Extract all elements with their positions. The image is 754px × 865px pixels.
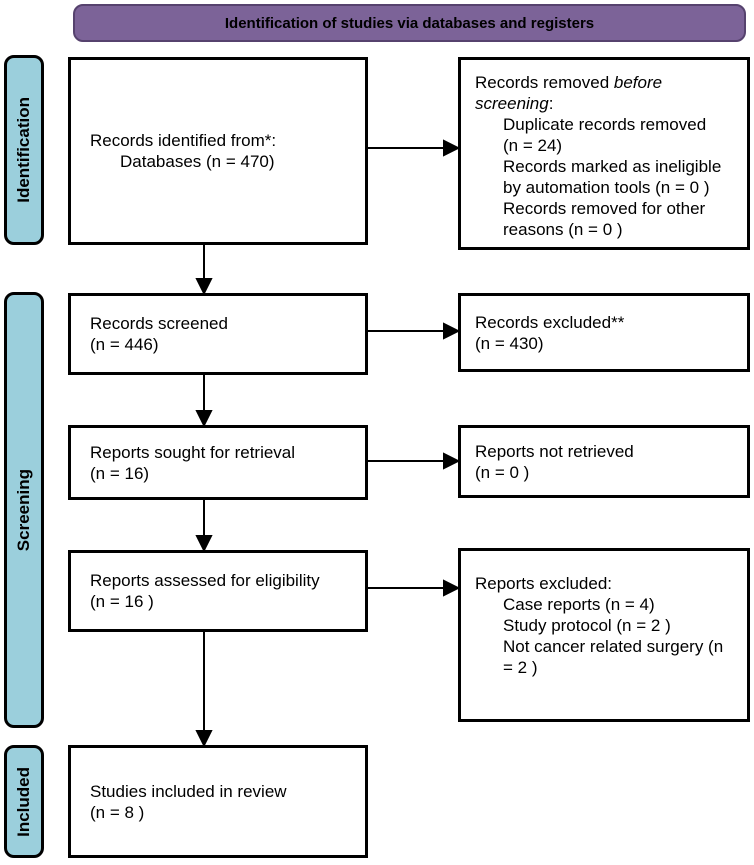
records-excluded-line2: (n = 430) [475, 333, 544, 353]
box-reports-assessed: Reports assessed for eligibility (n = 16… [68, 550, 368, 632]
records-removed-title-italic2: screening [475, 94, 549, 113]
box-reports-excluded: Reports excluded: Case reports (n = 4) S… [458, 548, 750, 722]
studies-included-line2: (n = 8 ) [90, 802, 145, 822]
reports-not-retrieved-line2: (n = 0 ) [475, 462, 530, 482]
stage-label-screening: Screening [4, 292, 44, 728]
records-removed-item-other: Records removed for other reasons (n = 0… [503, 199, 706, 239]
reports-excluded-item-case-reports: Case reports (n = 4) [503, 595, 655, 614]
box-reports-sought: Reports sought for retrieval (n = 16) [68, 425, 368, 500]
records-screened-line2: (n = 446) [90, 335, 159, 354]
arrowhead-assessed-to-included [195, 730, 213, 748]
records-excluded-line1: Records excluded** [475, 312, 625, 332]
arrowhead-screened-to-sought [195, 410, 213, 428]
records-removed-item-duplicates: Duplicate records removed (n = 24) [503, 115, 707, 155]
arrowhead-assessed-to-excluded [443, 579, 461, 597]
box-records-excluded: Records excluded** (n = 430) [458, 293, 750, 372]
box-studies-included: Studies included in review (n = 8 ) [68, 745, 368, 858]
reports-excluded-item-study-protocol: Study protocol (n = 2 ) [503, 616, 671, 635]
records-identified-line1: Records identified from*: [90, 131, 277, 150]
records-removed-title-line1: Records removed before [475, 72, 725, 93]
arrowhead-sought-to-assessed [195, 535, 213, 553]
stage-label-included-text: Included [14, 766, 33, 837]
records-screened-line1: Records screened [90, 314, 228, 333]
diagram-title: Identification of studies via databases … [224, 14, 595, 32]
studies-included-line1: Studies included in review [90, 781, 287, 801]
records-identified-line2: Databases (n = 470) [120, 152, 275, 171]
box-reports-not-retrieved: Reports not retrieved (n = 0 ) [458, 425, 750, 498]
records-removed-title-line2: screening: [475, 93, 725, 114]
records-removed-item-automation: Records marked as ineligible by automati… [503, 157, 722, 197]
stage-label-screening-text: Screening [14, 468, 33, 552]
arrowhead-identified-to-screened [195, 278, 213, 296]
reports-not-retrieved-line1: Reports not retrieved [475, 441, 634, 461]
reports-sought-line2: (n = 16) [90, 463, 150, 483]
reports-excluded-title: Reports excluded: [475, 574, 613, 593]
reports-assessed-line2: (n = 16 ) [90, 592, 154, 611]
reports-excluded-item-not-cancer: Not cancer related surgery (n = 2 ) [503, 637, 724, 677]
stage-label-identification-text: Identification [14, 97, 33, 203]
box-records-identified: Records identified from*: Databases (n =… [68, 57, 368, 245]
diagram-header-banner: Identification of studies via databases … [73, 4, 746, 42]
arrowhead-sought-to-not-retrieved [443, 452, 461, 470]
box-records-removed: Records removed before screening: Duplic… [458, 57, 750, 250]
records-removed-title-italic1: before [613, 73, 663, 92]
records-removed-title-normal: Records removed [475, 73, 614, 92]
reports-assessed-line1: Reports assessed for eligibility [90, 571, 320, 590]
stage-label-included: Included [4, 745, 44, 858]
box-records-screened: Records screened (n = 446) [68, 293, 368, 375]
arrowhead-screened-to-excluded [443, 322, 461, 340]
arrowhead-identified-to-removed [443, 139, 461, 157]
reports-sought-line1: Reports sought for retrieval [90, 442, 296, 462]
records-removed-title-suffix: : [548, 94, 554, 113]
stage-label-identification: Identification [4, 55, 44, 245]
